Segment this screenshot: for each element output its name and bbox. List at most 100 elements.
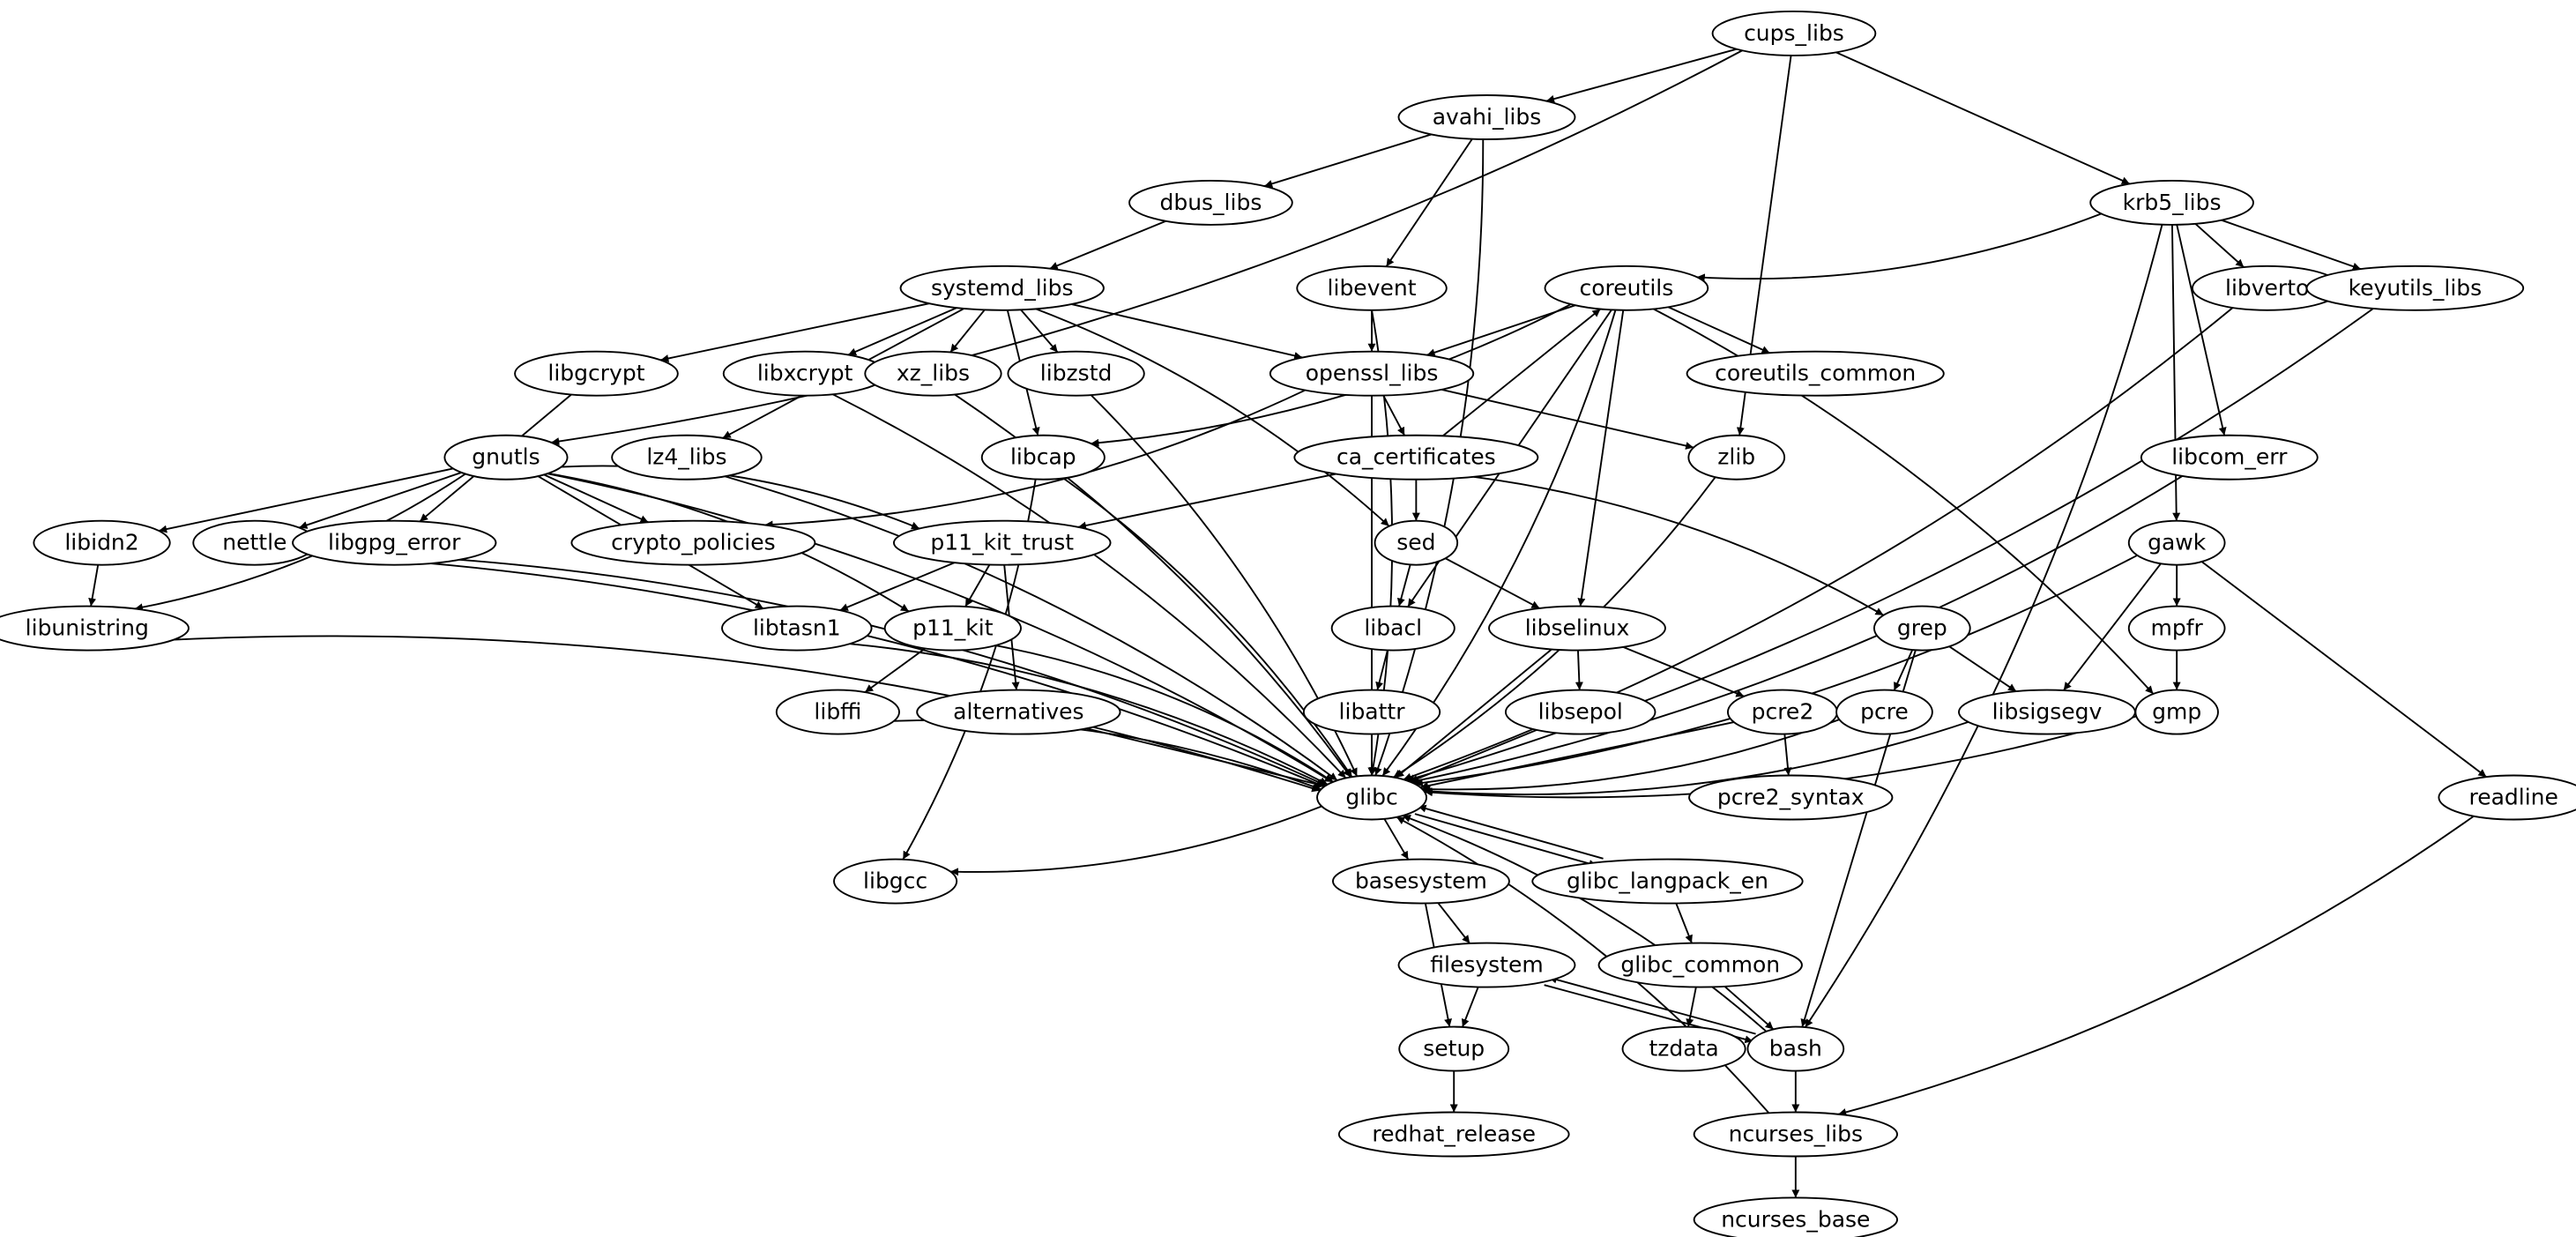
edge-sed-to-libselinux [1445, 557, 1540, 609]
edge-openssl_libs-to-zlib [1441, 388, 1694, 450]
node-ellipse [2438, 774, 2576, 821]
edge-libcap-to-glibc [1062, 477, 1353, 778]
node-p11_kit_trust: p11_kit_trust [892, 519, 1112, 566]
node-label: ca_certificates [1336, 444, 1496, 470]
node-label: pcre2 [1752, 699, 1814, 725]
node-gmp: gmp [2134, 689, 2219, 735]
edge-pcre-to-glibc [1422, 719, 1840, 794]
edge-krb5_libs-to-coreutils [1696, 212, 2102, 282]
node-ellipse [1687, 434, 1786, 481]
node-label: gmp [2152, 699, 2201, 725]
edge-libacl-to-libattr [1375, 650, 1389, 690]
node-zlib: zlib [1687, 434, 1786, 481]
node-ellipse [892, 519, 1112, 566]
node-label: bash [1769, 1036, 1822, 1062]
node-label: libattr [1339, 699, 1406, 725]
node-label: glibc_common [1620, 952, 1780, 978]
node-label: crypto_policies [611, 530, 775, 555]
edge-systemd_libs-to-libxcrypt [847, 307, 957, 356]
edge-openssl_libs-to-ca_certificates [1382, 395, 1406, 436]
edge-gawk-to-readline [2200, 561, 2487, 778]
edge-systemd_libs-to-xz_libs [949, 309, 986, 354]
node-label: glibc_langpack_en [1567, 868, 1768, 894]
node-dbus_libs: dbus_libs [1128, 179, 1293, 226]
edge-glibc_langpack_en-to-glibc_common [1675, 903, 1693, 944]
edge-systemd_libs-to-libzstd [1020, 309, 1059, 354]
node-ellipse [833, 858, 958, 905]
edge-ca_certificates-to-grep [1473, 475, 1884, 616]
node-ellipse [883, 605, 1022, 652]
node-systemd_libs: systemd_libs [899, 265, 1105, 311]
node-label: libsepol [1538, 699, 1623, 725]
node-ellipse [1397, 942, 1576, 988]
edge-coreutils-to-coreutils_common [1667, 306, 1770, 354]
edge-gnutls-to-nettle [299, 472, 462, 529]
node-ellipse [1374, 519, 1459, 566]
node-label: libcap [1010, 444, 1076, 470]
node-nettle: nettle [192, 519, 317, 566]
node-glibc_common: glibc_common [1597, 942, 1803, 988]
node-ellipse [1128, 179, 1293, 226]
node-label: mpfr [2151, 615, 2204, 641]
node-libtasn1: libtasn1 [721, 605, 873, 652]
node-ellipse [864, 350, 1002, 397]
node-ellipse [1688, 774, 1894, 821]
node-ellipse [1007, 350, 1145, 397]
edge-gawk-to-libsigsegv [2063, 563, 2162, 691]
node-label: libcom_err [2171, 444, 2288, 470]
node-lz4_libs: lz4_libs [611, 434, 763, 481]
node-alternatives: alternatives [916, 689, 1121, 735]
edge-libidn2-to-libunistring [88, 564, 100, 607]
node-label: openssl_libs [1306, 361, 1439, 386]
node-label: readline [2468, 784, 2557, 809]
edge-ca_certificates-to-coreutils [1442, 308, 1602, 437]
edge-sed-to-libacl [1396, 564, 1411, 607]
edge-systemd_libs-to-openssl_libs [1071, 303, 1303, 360]
node-ellipse [1686, 350, 1945, 397]
node-label: systemd_libs [931, 275, 1074, 301]
node-libsigsegv: libsigsegv [1957, 689, 2136, 735]
node-libgcc: libgcc [833, 858, 958, 905]
edge-filesystem-to-setup [1461, 987, 1479, 1028]
node-libevent: libevent [1296, 265, 1448, 311]
edge-glibc-to-libgcc [950, 805, 1322, 876]
node-label: libsigsegv [1992, 699, 2103, 725]
edge-krb5_libs-to-bash [1804, 224, 2163, 1028]
node-ncurses_base: ncurses_base [1693, 1196, 1898, 1237]
node-tzdata: tzdata [1621, 1025, 1746, 1072]
node-label: gawk [2148, 530, 2207, 555]
node-ellipse [1302, 689, 1441, 735]
node-mpfr: mpfr [2127, 605, 2226, 652]
node-ellipse [1597, 942, 1803, 988]
node-label: coreutils_common [1715, 361, 1916, 386]
node-label: libverto [2225, 275, 2309, 301]
edge-basesystem-to-filesystem [1437, 902, 1470, 944]
node-label: sed [1396, 530, 1435, 555]
node-libgpg_error: libgpg_error [292, 519, 497, 566]
node-coreutils_common: coreutils_common [1686, 350, 1945, 397]
node-label: alternatives [953, 699, 1083, 725]
node-ellipse [292, 519, 497, 566]
edge-krb5_libs-to-libcom_err [2176, 224, 2227, 436]
node-bash: bash [1746, 1025, 1845, 1072]
edge-libcom_err-to-glibc [1411, 475, 2183, 785]
edge-openssl_libs-to-crypto_policies [764, 389, 1306, 529]
edge-libsigsegv-to-glibc [1424, 720, 1969, 796]
edge-glibc-to-basesystem [1383, 818, 1410, 861]
node-ellipse [1504, 689, 1657, 735]
node-ellipse [1488, 605, 1666, 652]
node-ellipse [2305, 265, 2525, 311]
node-label: filesystem [1430, 952, 1543, 978]
edge-gnutls-to-crypto_policies [543, 473, 649, 524]
node-ca_certificates: ca_certificates [1293, 434, 1539, 481]
node-ellipse [2127, 519, 2226, 566]
node-ellipse [1711, 11, 1877, 56]
edge-libxcrypt-to-glibc [832, 393, 1347, 779]
node-libsepol: libsepol [1504, 689, 1657, 735]
node-label: keyutils_libs [2349, 275, 2483, 301]
edges-layer [88, 48, 2487, 1198]
node-label: gnutls [472, 444, 540, 470]
node-ellipse [775, 689, 900, 735]
